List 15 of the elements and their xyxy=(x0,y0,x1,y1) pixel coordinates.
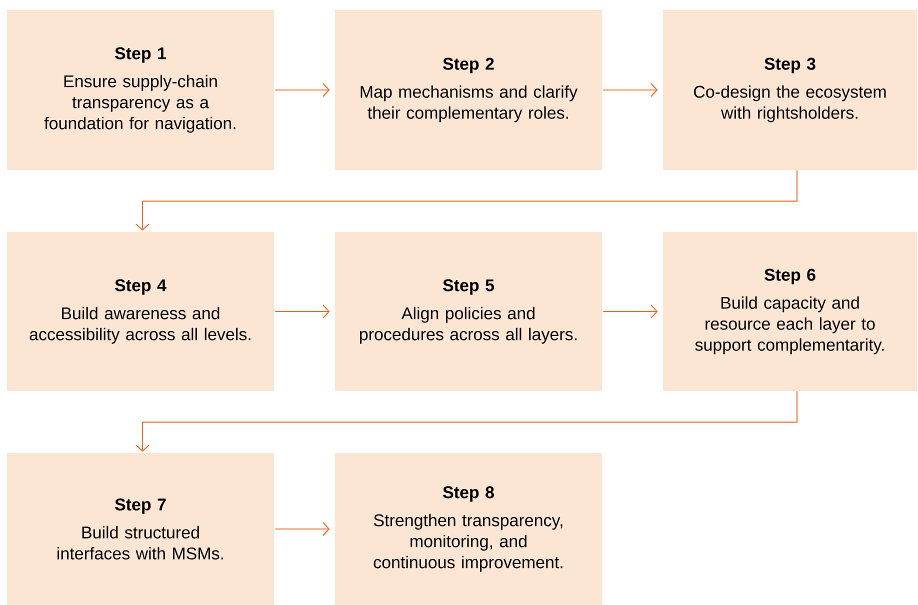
step-box: Step 8 Strengthen transparency, monitoring, and continuous improvement. xyxy=(335,453,602,605)
step-box: Step 3 Co-design the ecosystem with rightsholders. xyxy=(663,10,917,170)
arrow xyxy=(136,391,798,452)
arrow xyxy=(275,304,330,318)
arrow xyxy=(275,522,330,536)
step-box: Step 6 Build capacity and resource each layer to support complementarity. xyxy=(663,232,917,391)
step-box: Step 4 Build awareness and accessibility across all levels. xyxy=(7,232,274,391)
step-box: Step 2 Map mechanisms and clarify their complementary roles. xyxy=(335,10,602,170)
arrow xyxy=(603,83,658,97)
step-box: Step 5 Align policies and procedures across all layers. xyxy=(335,232,602,391)
step-box: Step 1 Ensure supply-chain transparency as a foundation for navigation. xyxy=(7,10,274,170)
arrow xyxy=(136,170,798,231)
arrow xyxy=(603,304,658,318)
arrow xyxy=(275,83,330,97)
step-box: Step 7 Build structured interfaces with MSMs. xyxy=(7,453,274,605)
